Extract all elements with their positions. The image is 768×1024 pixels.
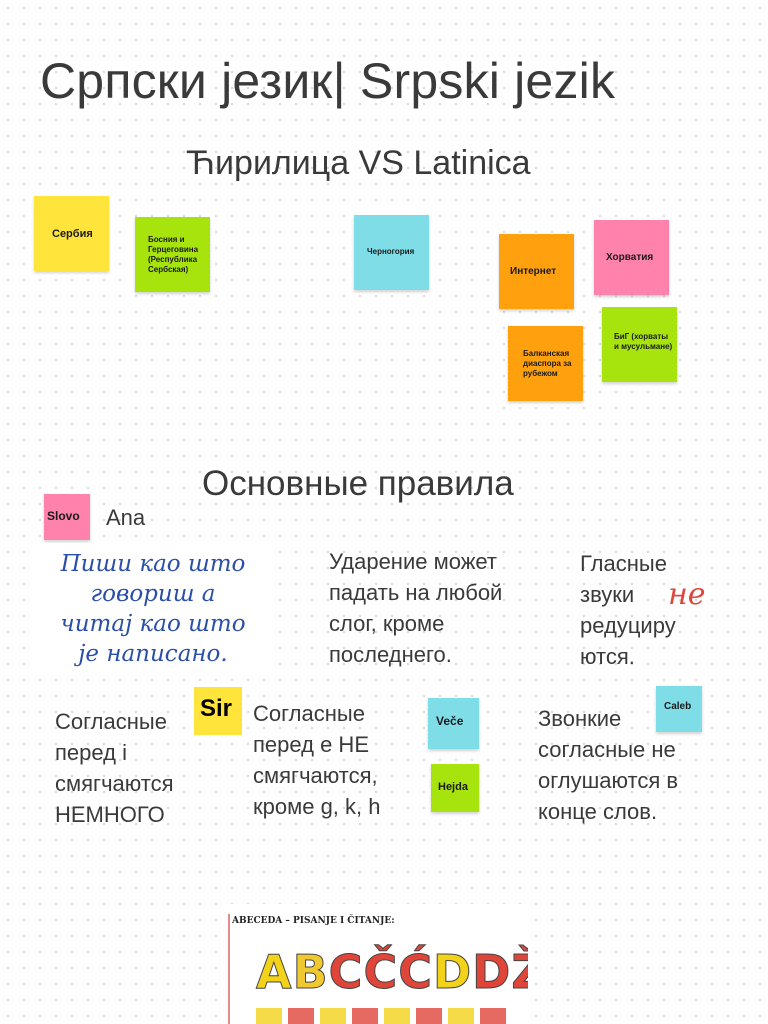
sticky-note-diaspora[interactable]: Балканская диаспора за рубежом bbox=[508, 326, 583, 401]
sticky-note-hejda[interactable]: Hejda bbox=[431, 764, 479, 812]
letter-c: C bbox=[328, 945, 364, 1000]
sticky-note-internet[interactable]: Интернет bbox=[499, 234, 574, 309]
letter-c-acute: Ć bbox=[398, 945, 433, 1000]
sticky-note-big[interactable]: БиГ (хорваты и мусульмане) bbox=[602, 307, 677, 382]
sticky-note-text: Хорватия bbox=[606, 252, 654, 263]
sticky-note-text: Босния и Герцеговина (Республика Сербска… bbox=[148, 235, 199, 274]
sticky-note-text: Черногория bbox=[367, 247, 415, 256]
board-subtitle: Ћирилица VS Latinica bbox=[186, 144, 531, 182]
rule-image-line: говориш а bbox=[90, 581, 216, 607]
rule-image-line: је написано. bbox=[78, 641, 228, 667]
rule-text-line: звуки bbox=[580, 582, 635, 607]
rule-text-line: Гласные bbox=[580, 551, 667, 576]
sticky-note-sir[interactable]: Sir bbox=[194, 687, 242, 735]
sticky-note-serbia[interactable]: Сербия bbox=[34, 196, 109, 271]
rule-text-voiced[interactable]: Звонкие согласные не оглушаются в конце … bbox=[538, 706, 679, 824]
sticky-note-croatia[interactable]: Хорватия bbox=[594, 220, 669, 295]
sticky-note-text: Сербия bbox=[52, 228, 93, 240]
letter-a: A bbox=[256, 945, 293, 1000]
rule-text-vowels[interactable]: Гласные звуки редуциру ются. bbox=[580, 548, 730, 672]
letter-c-caron: Č bbox=[363, 945, 399, 1000]
author-label-ana: Ana bbox=[106, 505, 146, 530]
alphabet-letters: ABCČĆDDŽĐ bbox=[256, 944, 528, 1000]
board-title: Српски језик| Srpski jezik bbox=[40, 53, 616, 109]
sticky-note-montenegro[interactable]: Черногория bbox=[354, 215, 429, 290]
rule-text-stress[interactable]: Ударение может падать на любой слог, кро… bbox=[329, 549, 503, 667]
margin-line bbox=[228, 914, 230, 1024]
sticky-note-slovo[interactable]: Slovo bbox=[44, 494, 90, 540]
sticky-note-text: БиГ (хорваты и мусульмане) bbox=[614, 332, 673, 351]
rule-text-consonants-e[interactable]: Согласные перед е НЕ смягчаются, кроме g… bbox=[253, 701, 381, 819]
sticky-note-text: Sir bbox=[200, 695, 233, 722]
rule-image-line: читај као што bbox=[60, 611, 246, 637]
rule-text-consonants-i[interactable]: Согласные перед i смягчаются НЕМНОГО bbox=[55, 709, 174, 827]
sticky-note-caleb[interactable]: Caleb bbox=[656, 686, 702, 732]
alphabet-next-row bbox=[256, 1008, 506, 1024]
rule-image-write-as-speak[interactable]: Пиши као што говориш а читај као што је … bbox=[38, 543, 268, 671]
sticky-note-text: Slovo bbox=[47, 509, 80, 523]
rule-text-line: редуциру bbox=[580, 613, 676, 638]
alphabet-caption: ABECEDA – PISANJE I ČITANJE: bbox=[232, 916, 395, 926]
letter-dz: DŽ bbox=[472, 945, 528, 1000]
sticky-note-text: Интернет bbox=[510, 266, 557, 277]
sticky-note-bosnia[interactable]: Босния и Герцеговина (Республика Сербска… bbox=[135, 217, 210, 292]
letter-b: B bbox=[292, 945, 329, 1000]
handwritten-annotation[interactable]: не bbox=[668, 577, 706, 612]
sticky-note-vece[interactable]: Veče bbox=[428, 698, 479, 749]
sticky-note-text: Caleb bbox=[664, 701, 692, 712]
rule-text-line: ются. bbox=[580, 644, 635, 669]
sticky-note-text: Балканская диаспора за рубежом bbox=[523, 349, 572, 378]
sticky-note-text: Veče bbox=[436, 714, 464, 728]
section-title: Основные правила bbox=[202, 464, 514, 503]
alphabet-image[interactable]: ABECEDA – PISANJE I ČITANJE: ABCČĆDDŽĐ bbox=[228, 904, 528, 1024]
sticky-note-text: Hejda bbox=[438, 781, 468, 793]
rule-image-line: Пиши као што bbox=[60, 551, 246, 577]
letter-d: D bbox=[432, 945, 473, 1000]
